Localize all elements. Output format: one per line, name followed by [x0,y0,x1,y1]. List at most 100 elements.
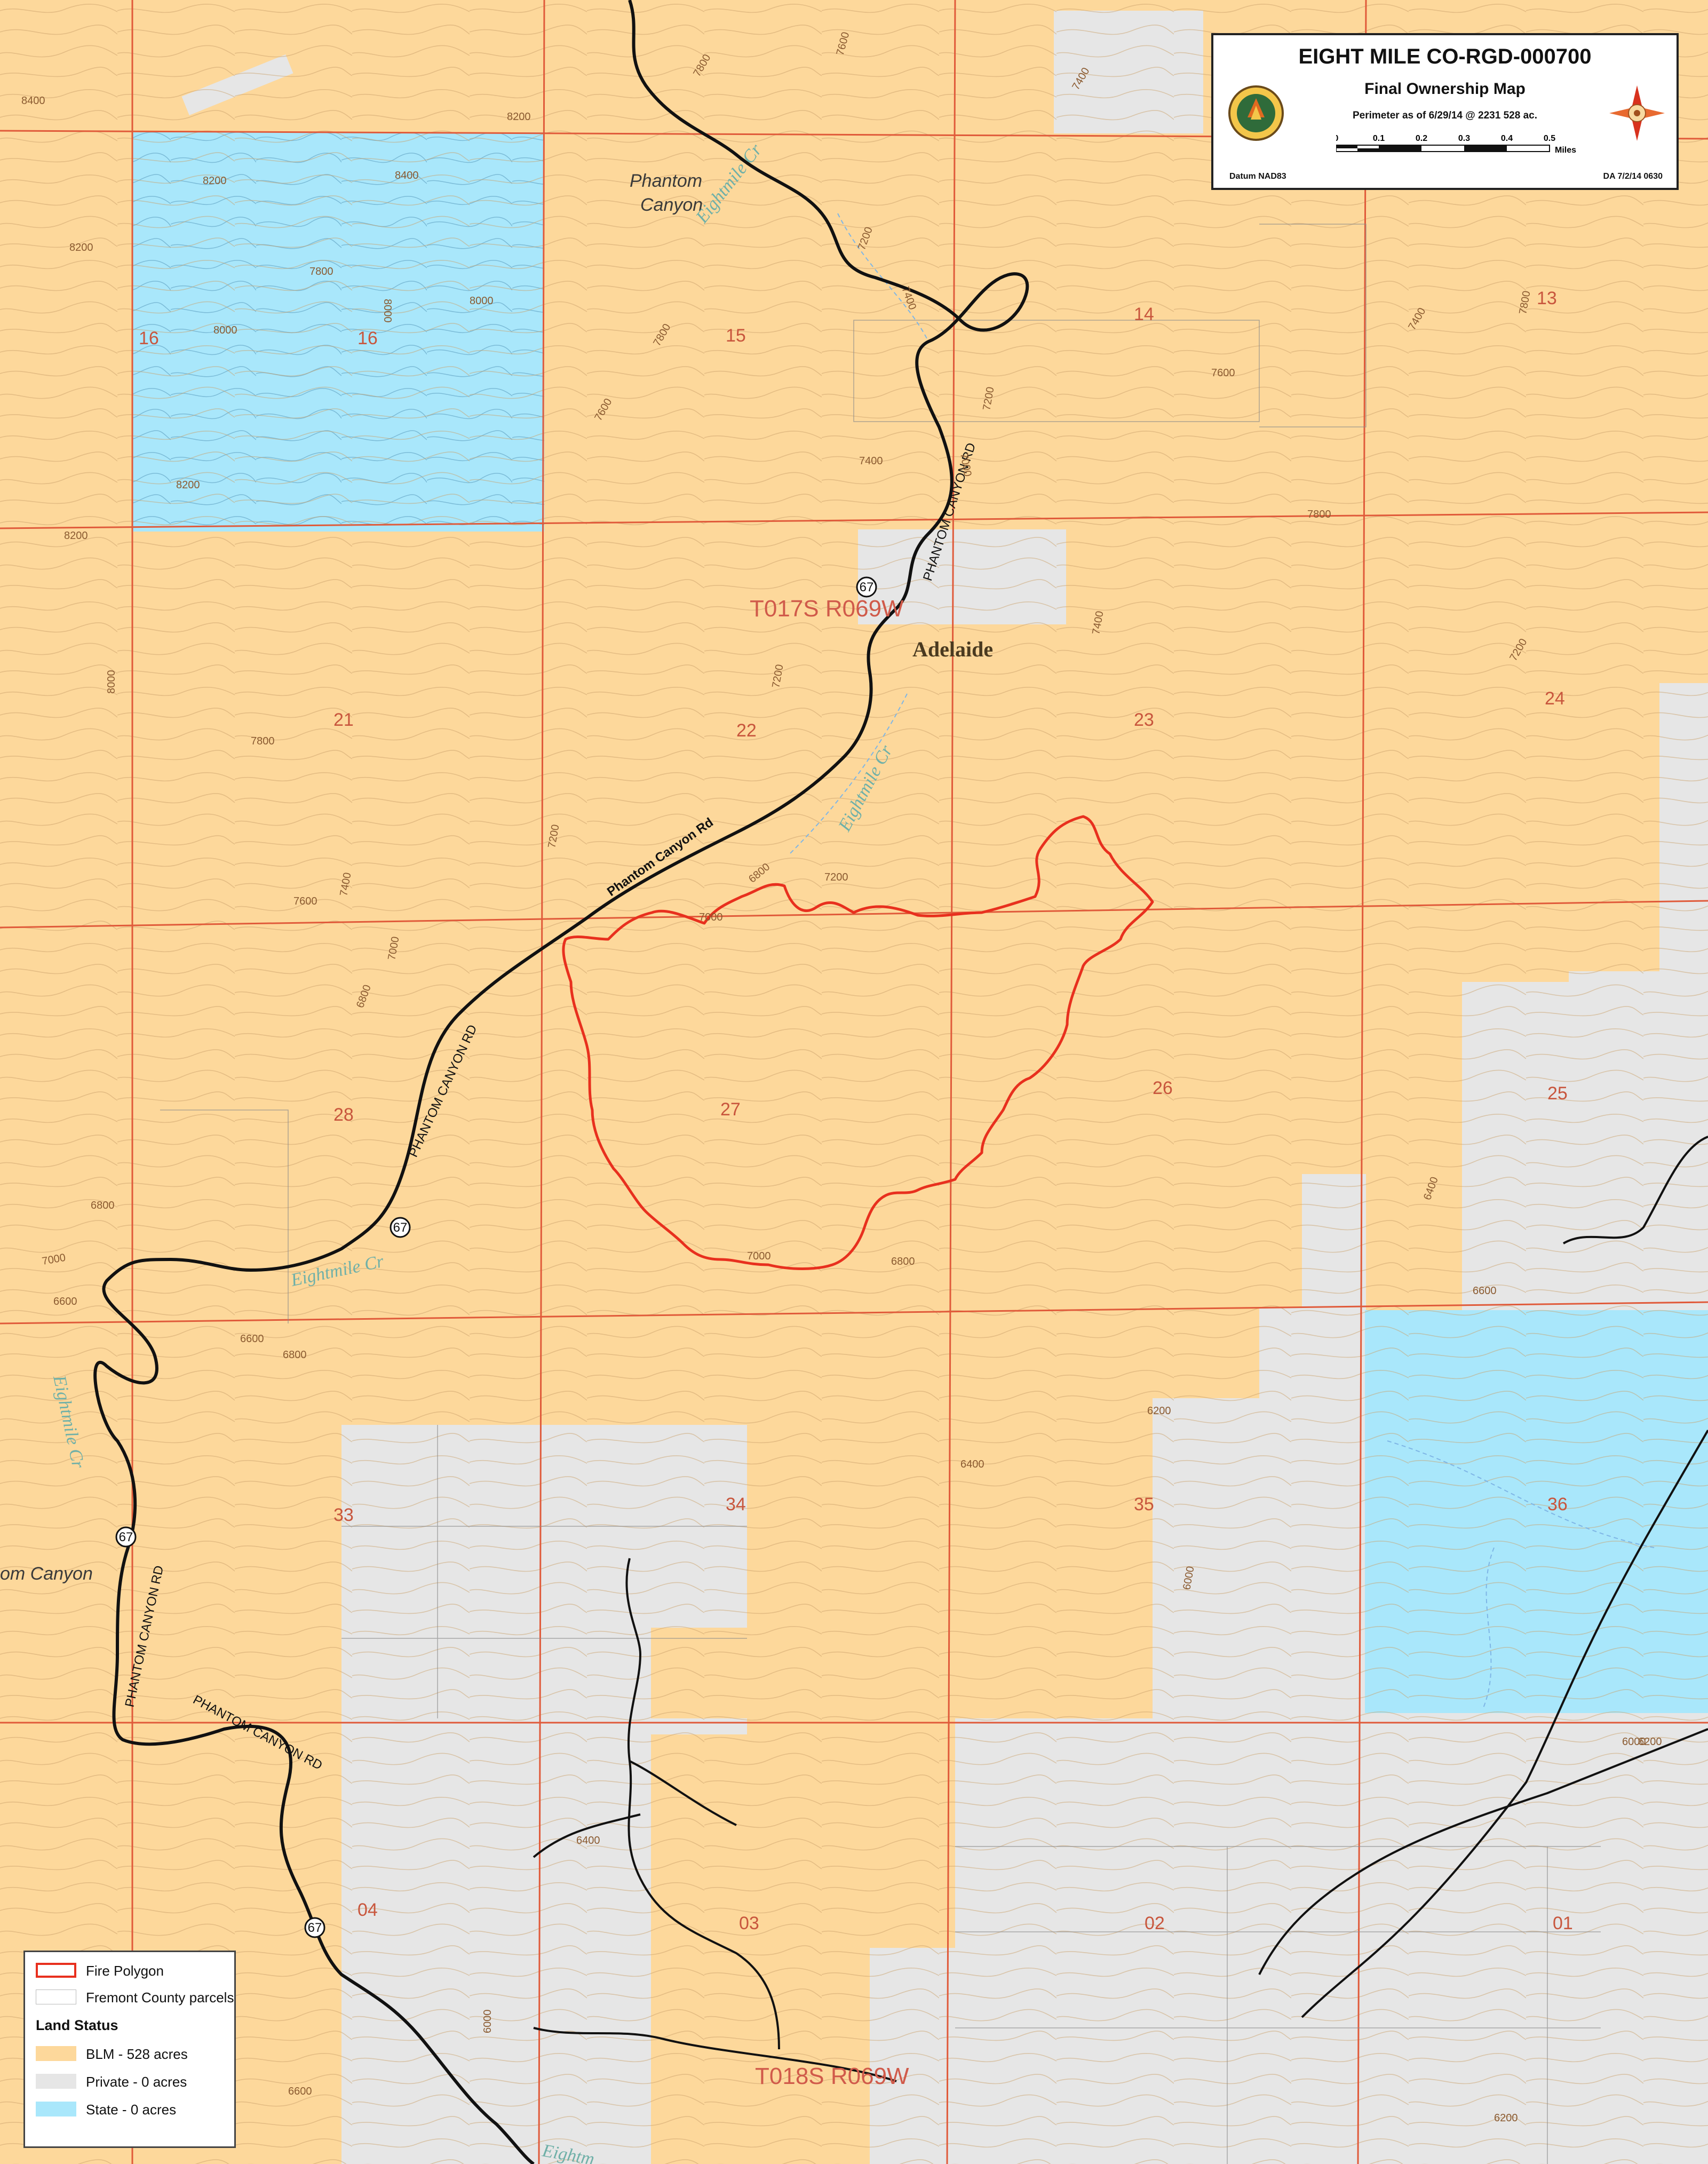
section-35-label: 35 [1134,1494,1154,1515]
section-27-label: 27 [720,1099,741,1120]
fire-polygon[interactable] [562,815,1154,1270]
section-16b-label: 16 [358,328,378,348]
svg-text:8200: 8200 [507,111,531,123]
svg-text:8400: 8400 [21,95,45,107]
svg-text:8000: 8000 [382,299,393,323]
svg-text:67: 67 [308,1921,322,1935]
blm-swatch [36,2046,76,2061]
svg-text:6600: 6600 [288,2086,312,2097]
svg-text:6600: 6600 [240,1333,264,1345]
svg-text:8400: 8400 [395,170,419,181]
legend-parcels-label: Fremont County parcels [86,1989,234,2006]
datum-label: Datum NAD83 [1229,172,1286,181]
svg-text:6000: 6000 [482,2010,494,2034]
township-t018s-label: T018S R069W [755,2063,909,2089]
svg-text:6800: 6800 [91,1200,115,1211]
svg-text:7000: 7000 [747,1250,771,1262]
svg-text:8200: 8200 [203,175,227,187]
svg-text:6800: 6800 [283,1349,307,1361]
svg-text:6400: 6400 [576,1835,600,1846]
svg-text:7600: 7600 [293,895,317,907]
phantom-canyon-label-line1: Phantom [630,171,702,191]
route-67-shield-3 [115,1526,137,1548]
north-arrow-compass-icon [1609,85,1665,141]
adelaide-label: Adelaide [912,637,993,661]
svg-text:8200: 8200 [176,479,200,491]
section-02-label: 02 [1145,1913,1165,1933]
legend-state-label: State - 0 acres [86,2102,177,2118]
parcels-swatch [36,1989,76,2004]
svg-text:6200: 6200 [1147,1405,1171,1417]
legend-blm-label: BLM - 528 acres [86,2046,188,2062]
svg-text:6000: 6000 [1622,1736,1646,1748]
svg-text:0.2: 0.2 [1416,134,1427,143]
svg-text:7800: 7800 [1307,509,1331,520]
map-subtitle: Final Ownership Map [1364,80,1526,98]
svg-text:8200: 8200 [64,530,88,542]
section-21-label: 21 [333,710,354,730]
section-22-label: 22 [736,720,757,741]
map-title-box: EIGHT MILE CO-RGD-000700 Final Ownership… [1211,33,1679,190]
section-04-label: 04 [358,1900,378,1920]
other-roads [533,1136,1708,2082]
svg-text:0: 0 [1336,134,1339,143]
svg-text:7800: 7800 [309,266,333,278]
svg-text:8200: 8200 [69,242,93,253]
svg-text:6600: 6600 [53,1296,77,1307]
svg-text:7400: 7400 [859,455,883,467]
section-labels: 16 16 15 14 13 21 22 23 24 28 27 26 25 3… [139,288,1573,1933]
section-03-label: 03 [739,1913,759,1933]
svg-text:0.1: 0.1 [1373,134,1385,143]
svg-text:7800: 7800 [251,735,275,747]
svg-text:0.3: 0.3 [1458,134,1470,143]
route-67-shield-2 [390,1217,411,1238]
section-26-label: 26 [1153,1078,1173,1098]
map-date-label: DA 7/2/14 0630 [1603,172,1663,181]
svg-text:67: 67 [119,1530,133,1544]
svg-text:8000: 8000 [106,670,117,694]
route-shields: 67 67 67 67 [115,576,877,1938]
perimeter-note: Perimeter as of 6/29/14 @ 2231 528 ac. [1353,110,1537,121]
svg-text:6800: 6800 [891,1256,915,1267]
phantom-canyon-label-left: om Canyon [0,1564,93,1584]
section-16a-label: 16 [139,328,159,348]
svg-text:Miles: Miles [1555,146,1576,155]
svg-text:8000: 8000 [470,295,494,307]
svg-text:6200: 6200 [1494,2112,1518,2124]
svg-text:0.5: 0.5 [1544,134,1555,143]
section-34-label: 34 [726,1494,746,1515]
section-36-label: 36 [1547,1494,1568,1515]
scale-bar: 0 0.1 0.2 0.3 0.4 0.5 Miles [1336,134,1576,155]
section-23-label: 23 [1134,710,1154,730]
section-33-label: 33 [333,1505,354,1525]
section-15-label: 15 [726,326,746,346]
state-swatch [36,2102,76,2117]
phantom-canyon-label-line2: Canyon [640,195,703,215]
section-14-label: 14 [1134,304,1154,324]
svg-text:6200: 6200 [1638,1736,1662,1748]
section-24-label: 24 [1545,688,1565,709]
legend-land-status-heading: Land Status [36,2017,118,2033]
legend-private-label: Private - 0 acres [86,2074,187,2090]
map-title: EIGHT MILE CO-RGD-000700 [1298,45,1592,68]
map-legend: Fire Polygon Fremont County parcels Land… [23,1951,236,2148]
svg-text:67: 67 [860,580,874,594]
section-01-label: 01 [1553,1913,1573,1933]
svg-text:7000: 7000 [699,911,723,923]
svg-text:6600: 6600 [1473,1285,1497,1297]
route-67-shield-1 [856,576,877,598]
svg-text:0.4: 0.4 [1501,134,1513,143]
agency-seal-icon [1228,85,1284,141]
parcel-lines [160,224,1601,2164]
private-swatch [36,2074,76,2089]
section-28-label: 28 [333,1105,354,1125]
section-25-label: 25 [1547,1083,1568,1104]
phantom-canyon-road [93,0,1029,2164]
svg-text:7600: 7600 [1211,367,1235,379]
svg-text:67: 67 [393,1220,408,1235]
township-t017s-label: T017S R069W [750,596,904,622]
svg-text:7200: 7200 [824,871,848,883]
svg-text:8000: 8000 [213,324,237,336]
legend-fire-polygon-label: Fire Polygon [86,1963,164,1979]
